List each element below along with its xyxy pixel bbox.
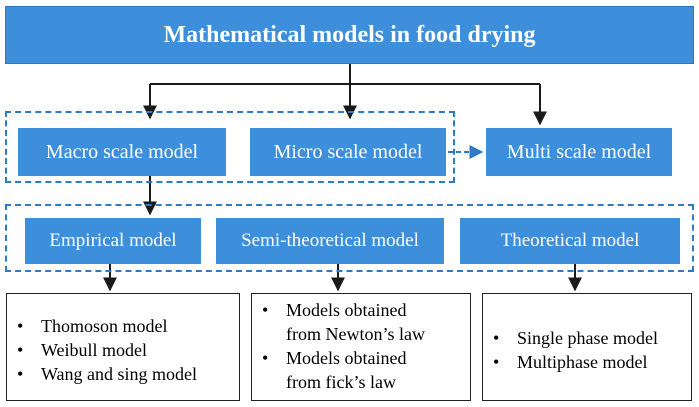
theoretical-model-label: Theoretical model xyxy=(500,230,640,251)
empirical-model-box: Empirical model xyxy=(25,218,201,264)
micro-scale-label: Micro scale model xyxy=(273,140,423,163)
multi-scale-box: Multi scale model xyxy=(486,128,672,176)
list-item: •Weibull model xyxy=(17,340,148,360)
list-item: • Models obtained from Newton’s law xyxy=(262,300,425,344)
list-item: •Single phase model xyxy=(493,328,658,348)
semi-theoretical-leaf-box: • Models obtained from Newton’s law • Mo… xyxy=(251,293,471,401)
list-item: •Thomoson model xyxy=(17,316,168,336)
macro-micro-group-frame xyxy=(5,111,455,183)
list-item: • Models obtained from fick’s law xyxy=(262,348,407,392)
macro-scale-label: Macro scale model xyxy=(45,140,199,163)
semi-theoretical-model-box: Semi-theoretical model xyxy=(216,218,444,264)
list-item: •Wang and sing model xyxy=(17,364,198,384)
multi-scale-label: Multi scale model xyxy=(506,140,652,163)
title-box: Mathematical models in food drying xyxy=(5,6,694,64)
empirical-model-label: Empirical model xyxy=(49,230,177,251)
title-text: Mathematical models in food drying xyxy=(163,21,536,48)
theoretical-leaf-box: •Single phase model •Multiphase model xyxy=(482,293,692,401)
list-item: •Multiphase model xyxy=(493,352,648,372)
empirical-leaf-box: •Thomoson model •Weibull model •Wang and… xyxy=(6,293,240,401)
micro-scale-box: Micro scale model xyxy=(250,128,446,176)
level3-group-frame xyxy=(5,204,694,272)
theoretical-model-box: Theoretical model xyxy=(460,218,680,264)
macro-scale-box: Macro scale model xyxy=(18,128,226,176)
semi-theoretical-model-label: Semi-theoretical model xyxy=(241,230,419,251)
